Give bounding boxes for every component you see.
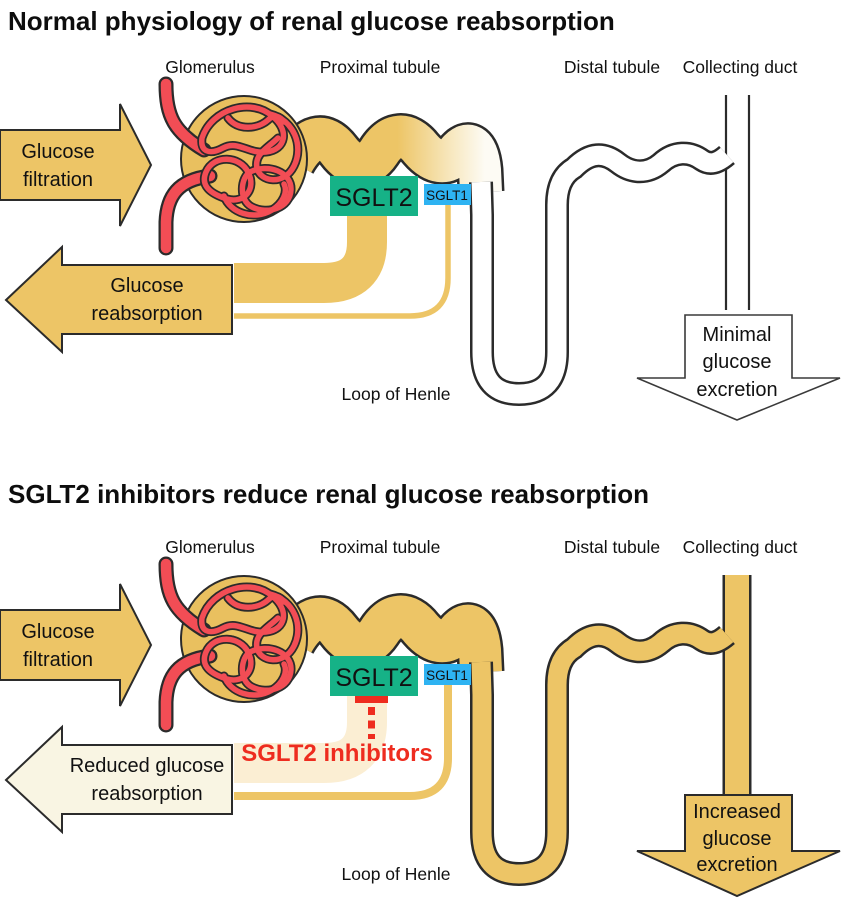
glomerulus <box>158 76 308 256</box>
sglt2-box: SGLT2 <box>330 176 418 216</box>
loop-of-henle-and-distal-tubule <box>469 621 735 887</box>
panel-sglt2-inhibitors: SGLT2 inhibitors reduce renal glucose re… <box>0 479 841 898</box>
panel-title: SGLT2 inhibitors reduce renal glucose re… <box>8 479 649 509</box>
label-proximal-tubule: Proximal tubule <box>320 57 441 77</box>
sglt1-reabsorption-band <box>234 202 451 319</box>
reduced-glucose-reabsorption-arrow: Reduced glucose reabsorption <box>4 724 233 835</box>
sglt2-inhibitors-label: SGLT2 inhibitors <box>241 740 433 767</box>
svg-text:SGLT2: SGLT2 <box>335 664 412 692</box>
inhibition-bar-icon <box>355 696 388 703</box>
afferent-arteriole <box>158 556 212 638</box>
proximal-tubule <box>272 113 505 194</box>
svg-text:filtration: filtration <box>23 169 93 191</box>
capillary-tuft <box>197 582 303 700</box>
glucose-filtration-arrow: Glucose filtration <box>0 583 153 707</box>
sglt1-box: SGLT1 <box>424 184 471 205</box>
svg-text:SGLT2: SGLT2 <box>335 184 412 212</box>
sglt2-inhibition-symbol <box>355 696 388 739</box>
svg-text:Glucose: Glucose <box>110 275 183 297</box>
svg-text:Glucose: Glucose <box>21 621 94 643</box>
glomerulus <box>158 556 308 733</box>
svg-text:reabsorption: reabsorption <box>91 303 202 325</box>
label-collecting-duct: Collecting duct <box>683 537 798 557</box>
panel-title: Normal physiology of renal glucose reabs… <box>8 6 615 36</box>
svg-text:excretion: excretion <box>696 854 777 876</box>
label-glomerulus: Glomerulus <box>165 57 255 77</box>
svg-text:Glucose: Glucose <box>21 141 94 163</box>
svg-text:Reduced glucose: Reduced glucose <box>70 755 225 777</box>
sglt2-reabsorption-band-reduced <box>234 676 387 783</box>
label-loop-of-henle: Loop of Henle <box>342 384 451 404</box>
svg-text:glucose: glucose <box>703 351 772 373</box>
loop-of-henle-and-distal-tubule <box>469 141 735 407</box>
label-proximal-tubule: Proximal tubule <box>320 537 441 557</box>
sglt1-box: SGLT1 <box>424 664 471 685</box>
svg-text:Minimal: Minimal <box>703 324 772 346</box>
svg-text:reabsorption: reabsorption <box>91 783 202 805</box>
svg-text:Increased: Increased <box>693 801 781 823</box>
collecting-duct <box>724 95 751 310</box>
glucose-reabsorption-arrow: Glucose reabsorption <box>4 244 233 355</box>
label-distal-tubule: Distal tubule <box>564 537 660 557</box>
svg-text:excretion: excretion <box>696 379 777 401</box>
label-glomerulus: Glomerulus <box>165 537 255 557</box>
sglt2-box: SGLT2 <box>330 656 418 696</box>
increased-glucose-excretion-arrow: Increased glucose excretion <box>636 794 841 898</box>
svg-text:SGLT1: SGLT1 <box>426 668 468 683</box>
glucose-filtration-arrow: Glucose filtration <box>0 103 153 227</box>
label-distal-tubule: Distal tubule <box>564 57 660 77</box>
panel-normal-physiology: Normal physiology of renal glucose reabs… <box>0 6 841 421</box>
label-loop-of-henle: Loop of Henle <box>342 864 451 884</box>
sglt1-reabsorption-band <box>234 682 452 800</box>
proximal-tubule <box>272 593 505 674</box>
label-collecting-duct: Collecting duct <box>683 57 798 77</box>
afferent-arteriole <box>158 76 212 158</box>
sglt2-reabsorption-band <box>234 196 387 303</box>
svg-text:SGLT1: SGLT1 <box>426 188 468 203</box>
minimal-glucose-excretion-arrow: Minimal glucose excretion <box>636 314 841 421</box>
capillary-tuft <box>197 102 303 220</box>
svg-text:glucose: glucose <box>703 828 772 850</box>
svg-text:filtration: filtration <box>23 649 93 671</box>
